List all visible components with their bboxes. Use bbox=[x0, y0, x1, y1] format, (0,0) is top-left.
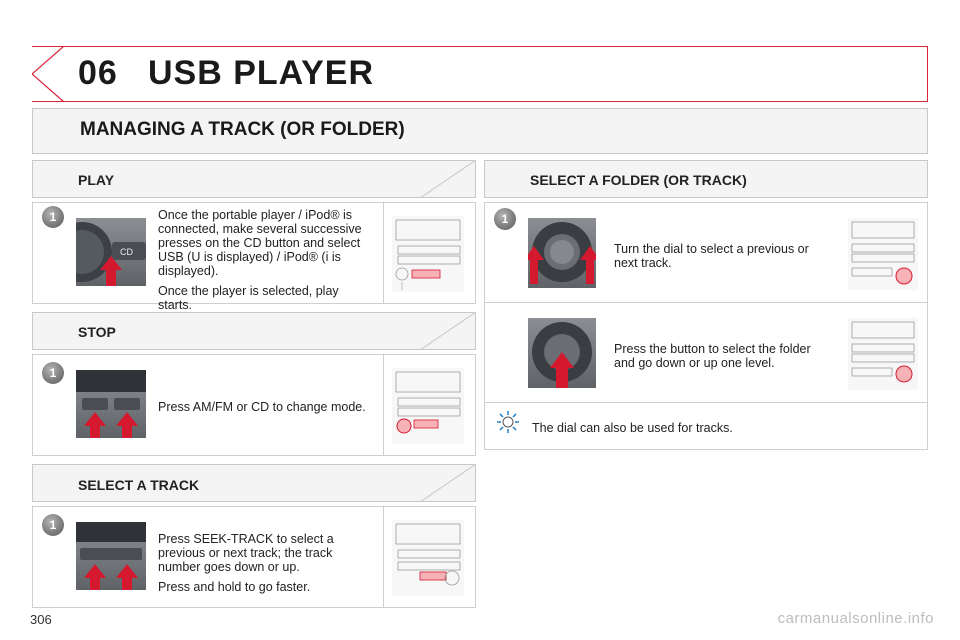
row-divider bbox=[485, 302, 927, 303]
page-number: 306 bbox=[30, 612, 52, 627]
card-divider bbox=[383, 507, 384, 607]
am-fm-cd-button-photo bbox=[76, 370, 146, 438]
up-arrow-icon bbox=[116, 412, 138, 438]
row-divider bbox=[485, 402, 927, 403]
cd-button-photo: CD bbox=[76, 218, 146, 286]
banner-diagonal bbox=[420, 160, 476, 198]
up-arrow-icon bbox=[84, 564, 106, 590]
select-track-section-title: SELECT A TRACK bbox=[78, 477, 200, 493]
card-divider bbox=[383, 355, 384, 455]
radio-panel-diagram bbox=[392, 520, 464, 596]
seek-track-button-photo bbox=[76, 522, 146, 590]
step-number-badge: 1 bbox=[42, 514, 64, 536]
chapter-title: USB PLAYER bbox=[148, 54, 375, 92]
watermark: carmanualsonline.info bbox=[777, 610, 934, 627]
main-title-banner bbox=[32, 108, 928, 154]
step-number-badge: 1 bbox=[42, 362, 64, 384]
select-track-section-banner bbox=[32, 464, 476, 502]
stop-text: Press AM/FM or CD to change mode. bbox=[158, 400, 366, 414]
main-title: MANAGING A TRACK (OR FOLDER) bbox=[80, 119, 405, 140]
select-folder-text-2: Press the button to select the folder an… bbox=[614, 342, 811, 370]
svg-text:CD: CD bbox=[120, 247, 133, 257]
chapter-number: 06 bbox=[78, 54, 118, 92]
play-section-banner bbox=[32, 160, 476, 198]
select-track-instructions: Press SEEK-TRACK to select a previous or… bbox=[158, 532, 373, 600]
up-arrow-icon bbox=[528, 246, 544, 284]
radio-panel-diagram bbox=[392, 368, 464, 444]
banner-diagonal bbox=[420, 464, 476, 502]
radio-panel-diagram bbox=[848, 318, 918, 390]
select-folder-section-banner bbox=[484, 160, 928, 198]
play-text-2: Once the player is selected, play starts… bbox=[158, 284, 339, 312]
step-number-badge: 1 bbox=[42, 206, 64, 228]
tune-sound-dial-press-photo bbox=[528, 318, 596, 388]
up-arrow-icon bbox=[84, 412, 106, 438]
play-text-1: Once the portable player / iPod® is conn… bbox=[158, 208, 362, 278]
card-divider bbox=[383, 203, 384, 303]
select-track-text-1: Press SEEK-TRACK to select a previous or… bbox=[158, 532, 334, 574]
up-arrow-icon bbox=[550, 352, 574, 388]
play-instructions: Once the portable player / iPod® is conn… bbox=[158, 208, 373, 318]
select-folder-section-title: SELECT A FOLDER (OR TRACK) bbox=[530, 172, 747, 188]
stop-section-title: STOP bbox=[78, 324, 116, 340]
chapter-header-frame bbox=[32, 46, 928, 102]
radio-panel-diagram bbox=[392, 216, 464, 292]
select-folder-tip: The dial can also be used for tracks. bbox=[532, 421, 733, 435]
play-section-title: PLAY bbox=[78, 172, 115, 188]
select-folder-text-1: Turn the dial to select a previous or ne… bbox=[614, 242, 809, 270]
up-arrow-icon bbox=[580, 246, 596, 284]
banner-diagonal bbox=[420, 312, 476, 350]
stop-section-banner bbox=[32, 312, 476, 350]
radio-panel-diagram bbox=[848, 218, 918, 290]
step-number-badge: 1 bbox=[494, 208, 516, 230]
tune-sound-dial-turn-photo bbox=[528, 218, 596, 288]
up-arrow-icon bbox=[100, 256, 122, 286]
up-arrow-icon bbox=[116, 564, 138, 590]
select-track-text-2: Press and hold to go faster. bbox=[158, 580, 311, 594]
tip-lightbulb-icon bbox=[497, 411, 519, 433]
